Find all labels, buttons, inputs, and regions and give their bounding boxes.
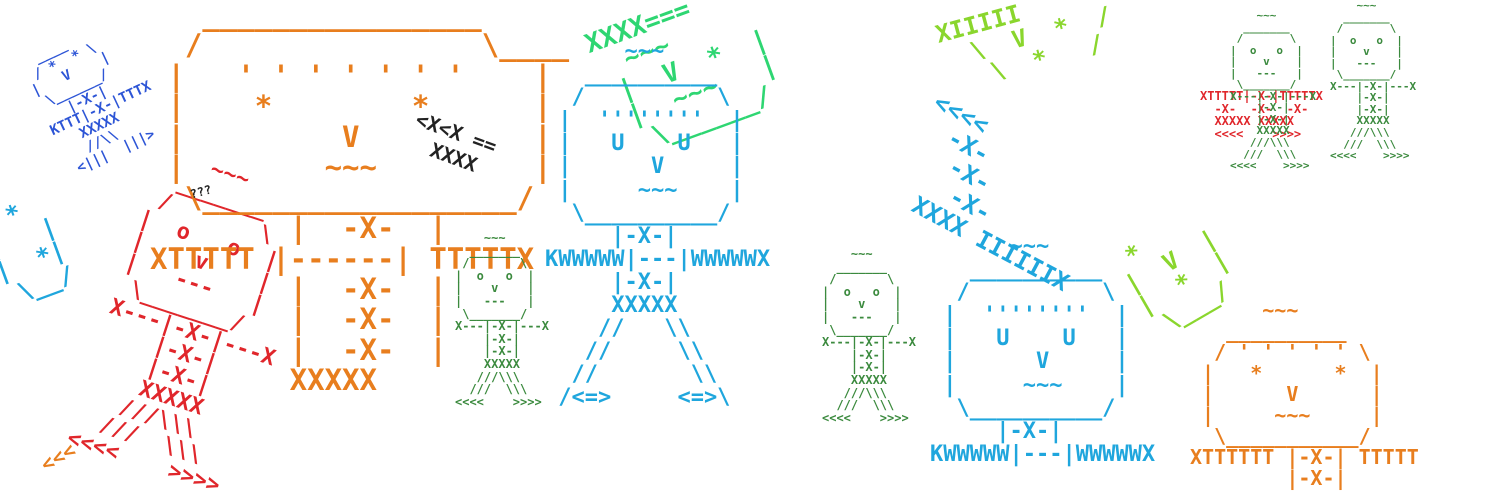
mini-robot-crowd: XTTTTT|-X-|TTTTTX -X- -X- -X- XXXXX XXXX… — [1200, 89, 1323, 141]
left-edge-blue-robot: * | | | *| \__/ — [0, 198, 78, 306]
lime-robot-top: XIIIII \ V * / \ * / — [932, 0, 1114, 98]
orange-robot-right: ~~~ __________ / ' ' ' ' ' \ | * * | | V… — [1190, 298, 1419, 490]
main-blue-robot: ~~~ __________ / \ | '''''''' | | U U | … — [545, 39, 771, 411]
big-orange-robot: ________________ / \____ | ' ' ' ' ' ' '… — [150, 0, 570, 398]
mini-robot-crowd-2: ~~~ _______ / \ | o o | | v | | --- | \_… — [1230, 9, 1317, 173]
small-robot-right: ~~~ _______ / \ | o o | | v | | --- | \_… — [822, 247, 916, 425]
mini-robot-crowd-3: ~~~ _______ / \ | o o | | v | | --- | \_… — [1330, 0, 1417, 163]
blue-robot-right: ~~~ __________ / \ | '''''''' | | U U | … — [930, 234, 1156, 467]
small-robot-left: ~~~ _______ / \ | o o | | v | | --- | \_… — [455, 231, 549, 409]
